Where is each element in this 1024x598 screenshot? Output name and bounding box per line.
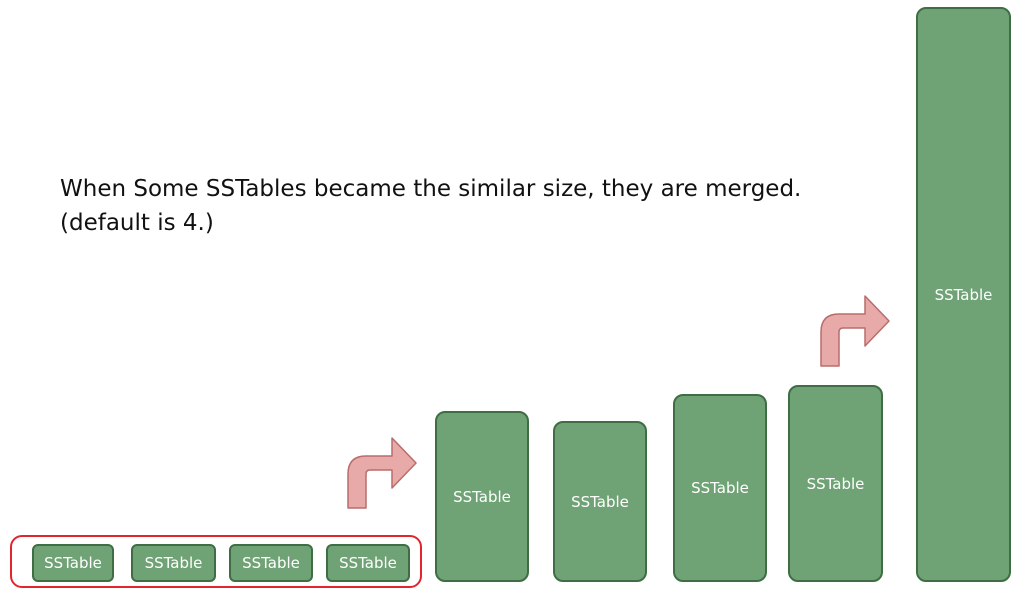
small-sstable: SSTable <box>229 544 313 582</box>
small-sstable: SSTable <box>326 544 410 582</box>
medium-sstable: SSTable <box>553 421 647 582</box>
merge-arrow-icon <box>820 295 890 367</box>
medium-sstable: SSTable <box>673 394 767 582</box>
merge-arrow-icon <box>347 437 417 509</box>
large-sstable: SSTable <box>916 7 1011 582</box>
caption-line-2: (default is 4.) <box>60 210 214 236</box>
diagram-caption: When Some SSTables became the similar si… <box>60 172 801 240</box>
small-sstable: SSTable <box>32 544 114 582</box>
medium-sstable: SSTable <box>788 385 883 582</box>
small-sstable: SSTable <box>131 544 216 582</box>
caption-line-1: When Some SSTables became the similar si… <box>60 176 802 202</box>
medium-sstable: SSTable <box>435 411 529 582</box>
merge-group-outline <box>10 535 422 588</box>
